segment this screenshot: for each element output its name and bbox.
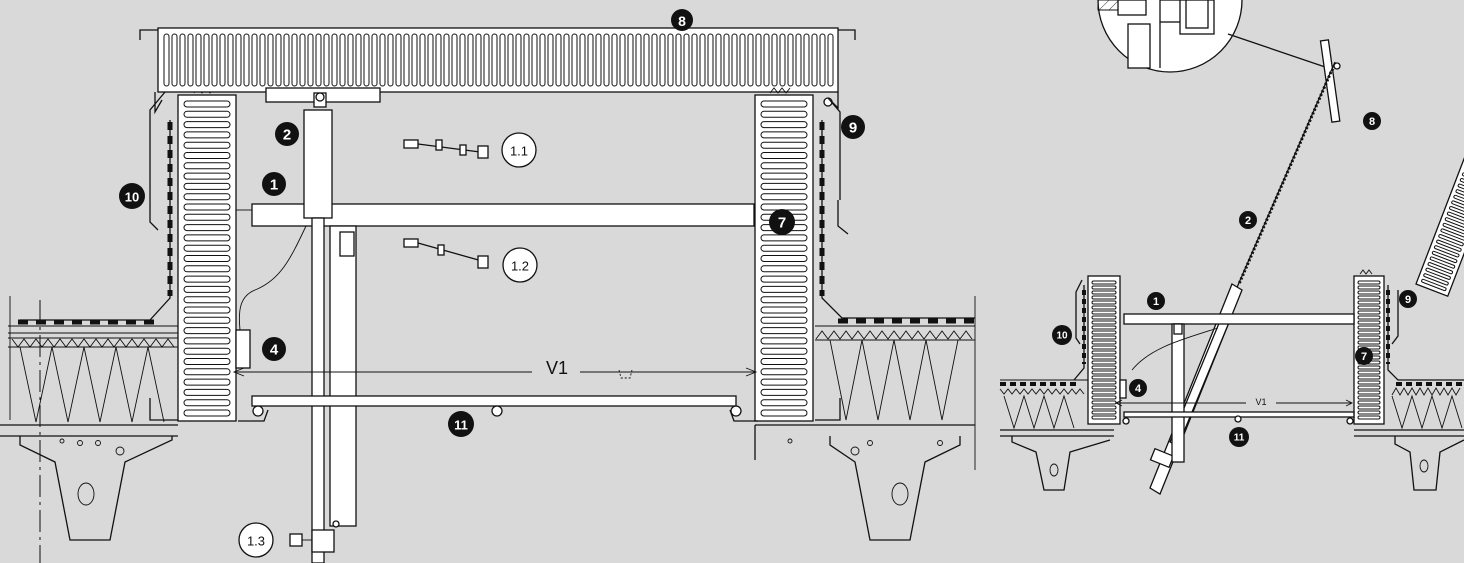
- badge-10: 10: [119, 183, 145, 209]
- badge-9: 9: [841, 115, 865, 139]
- right-badge-11: 11: [1229, 427, 1249, 447]
- svg-text:4: 4: [270, 342, 279, 359]
- svg-text:2: 2: [1245, 215, 1251, 227]
- svg-text:9: 9: [849, 120, 857, 137]
- right-badge-7: 7: [1355, 347, 1373, 365]
- bracket-4: [235, 329, 251, 369]
- badge-4: 4: [262, 337, 286, 361]
- detail-magnifier: [1097, 0, 1335, 73]
- right-badge-9: 9: [1399, 290, 1417, 308]
- label-1-2: 1.2: [502, 247, 538, 283]
- bolt-1-1: [403, 139, 489, 159]
- right-badge-4: 4: [1129, 379, 1147, 397]
- actuator-spindle: [238, 87, 381, 563]
- right-view-upstand-right: [1353, 269, 1464, 491]
- badge-7: 7: [769, 209, 795, 235]
- svg-text:10: 10: [1056, 331, 1068, 342]
- right-view-dimension-v1: V1: [1114, 397, 1354, 407]
- right-badge-10: 10: [1052, 325, 1072, 345]
- svg-text:11: 11: [454, 418, 468, 433]
- circled-labels: 1.1 1.2 1.3: [238, 132, 538, 558]
- svg-text:7: 7: [778, 215, 786, 232]
- upstand-right: [754, 87, 976, 541]
- bolt-1-2: [403, 238, 489, 269]
- badge-8: 8: [671, 9, 693, 31]
- right-view-post: [1171, 323, 1185, 463]
- lid-seal: [1319, 39, 1341, 123]
- right-view-crossbar: [1123, 313, 1355, 325]
- right-section-view: V1: [999, 0, 1464, 495]
- label-1-3: 1.3: [238, 522, 274, 558]
- svg-text:1.1: 1.1: [510, 144, 528, 159]
- svg-text:8: 8: [678, 13, 686, 29]
- right-badges: 8 2 1 9 10 7 4 11: [1052, 112, 1417, 447]
- upstand-left: [18, 87, 237, 422]
- svg-text:2: 2: [283, 127, 291, 144]
- svg-text:1.3: 1.3: [247, 534, 265, 549]
- svg-text:1: 1: [1153, 296, 1159, 308]
- left-badges: 8 2 1 10 4 11 7 9: [119, 9, 865, 437]
- svg-text:8: 8: [1369, 116, 1375, 128]
- svg-text:9: 9: [1405, 294, 1411, 306]
- svg-text:4: 4: [1135, 383, 1142, 395]
- right-view-dimension-label: V1: [1255, 397, 1266, 407]
- svg-text:1: 1: [270, 177, 278, 194]
- right-view-bracket-4: [1119, 379, 1127, 399]
- badge-2: 2: [275, 122, 299, 146]
- badge-11: 11: [448, 411, 474, 437]
- left-section-view: V1: [0, 27, 976, 563]
- label-1-1: 1.1: [501, 132, 537, 168]
- svg-text:1.2: 1.2: [511, 259, 529, 274]
- right-view-upstand-left: [999, 275, 1121, 491]
- crossbar: [251, 203, 755, 227]
- right-badge-1: 1: [1147, 292, 1165, 310]
- right-badge-2: 2: [1239, 211, 1257, 229]
- roof-section-left: [0, 296, 178, 541]
- svg-text:10: 10: [125, 190, 139, 205]
- right-badge-8: 8: [1363, 112, 1381, 130]
- bottom-bar: [238, 395, 758, 422]
- svg-text:11: 11: [1234, 433, 1245, 444]
- badge-1: 1: [262, 172, 286, 196]
- dimension-label: V1: [546, 358, 568, 378]
- open-lid: [1415, 3, 1464, 298]
- dimension-v1: V1: [232, 358, 758, 379]
- svg-text:7: 7: [1361, 351, 1367, 363]
- hatch-lid: [139, 27, 856, 115]
